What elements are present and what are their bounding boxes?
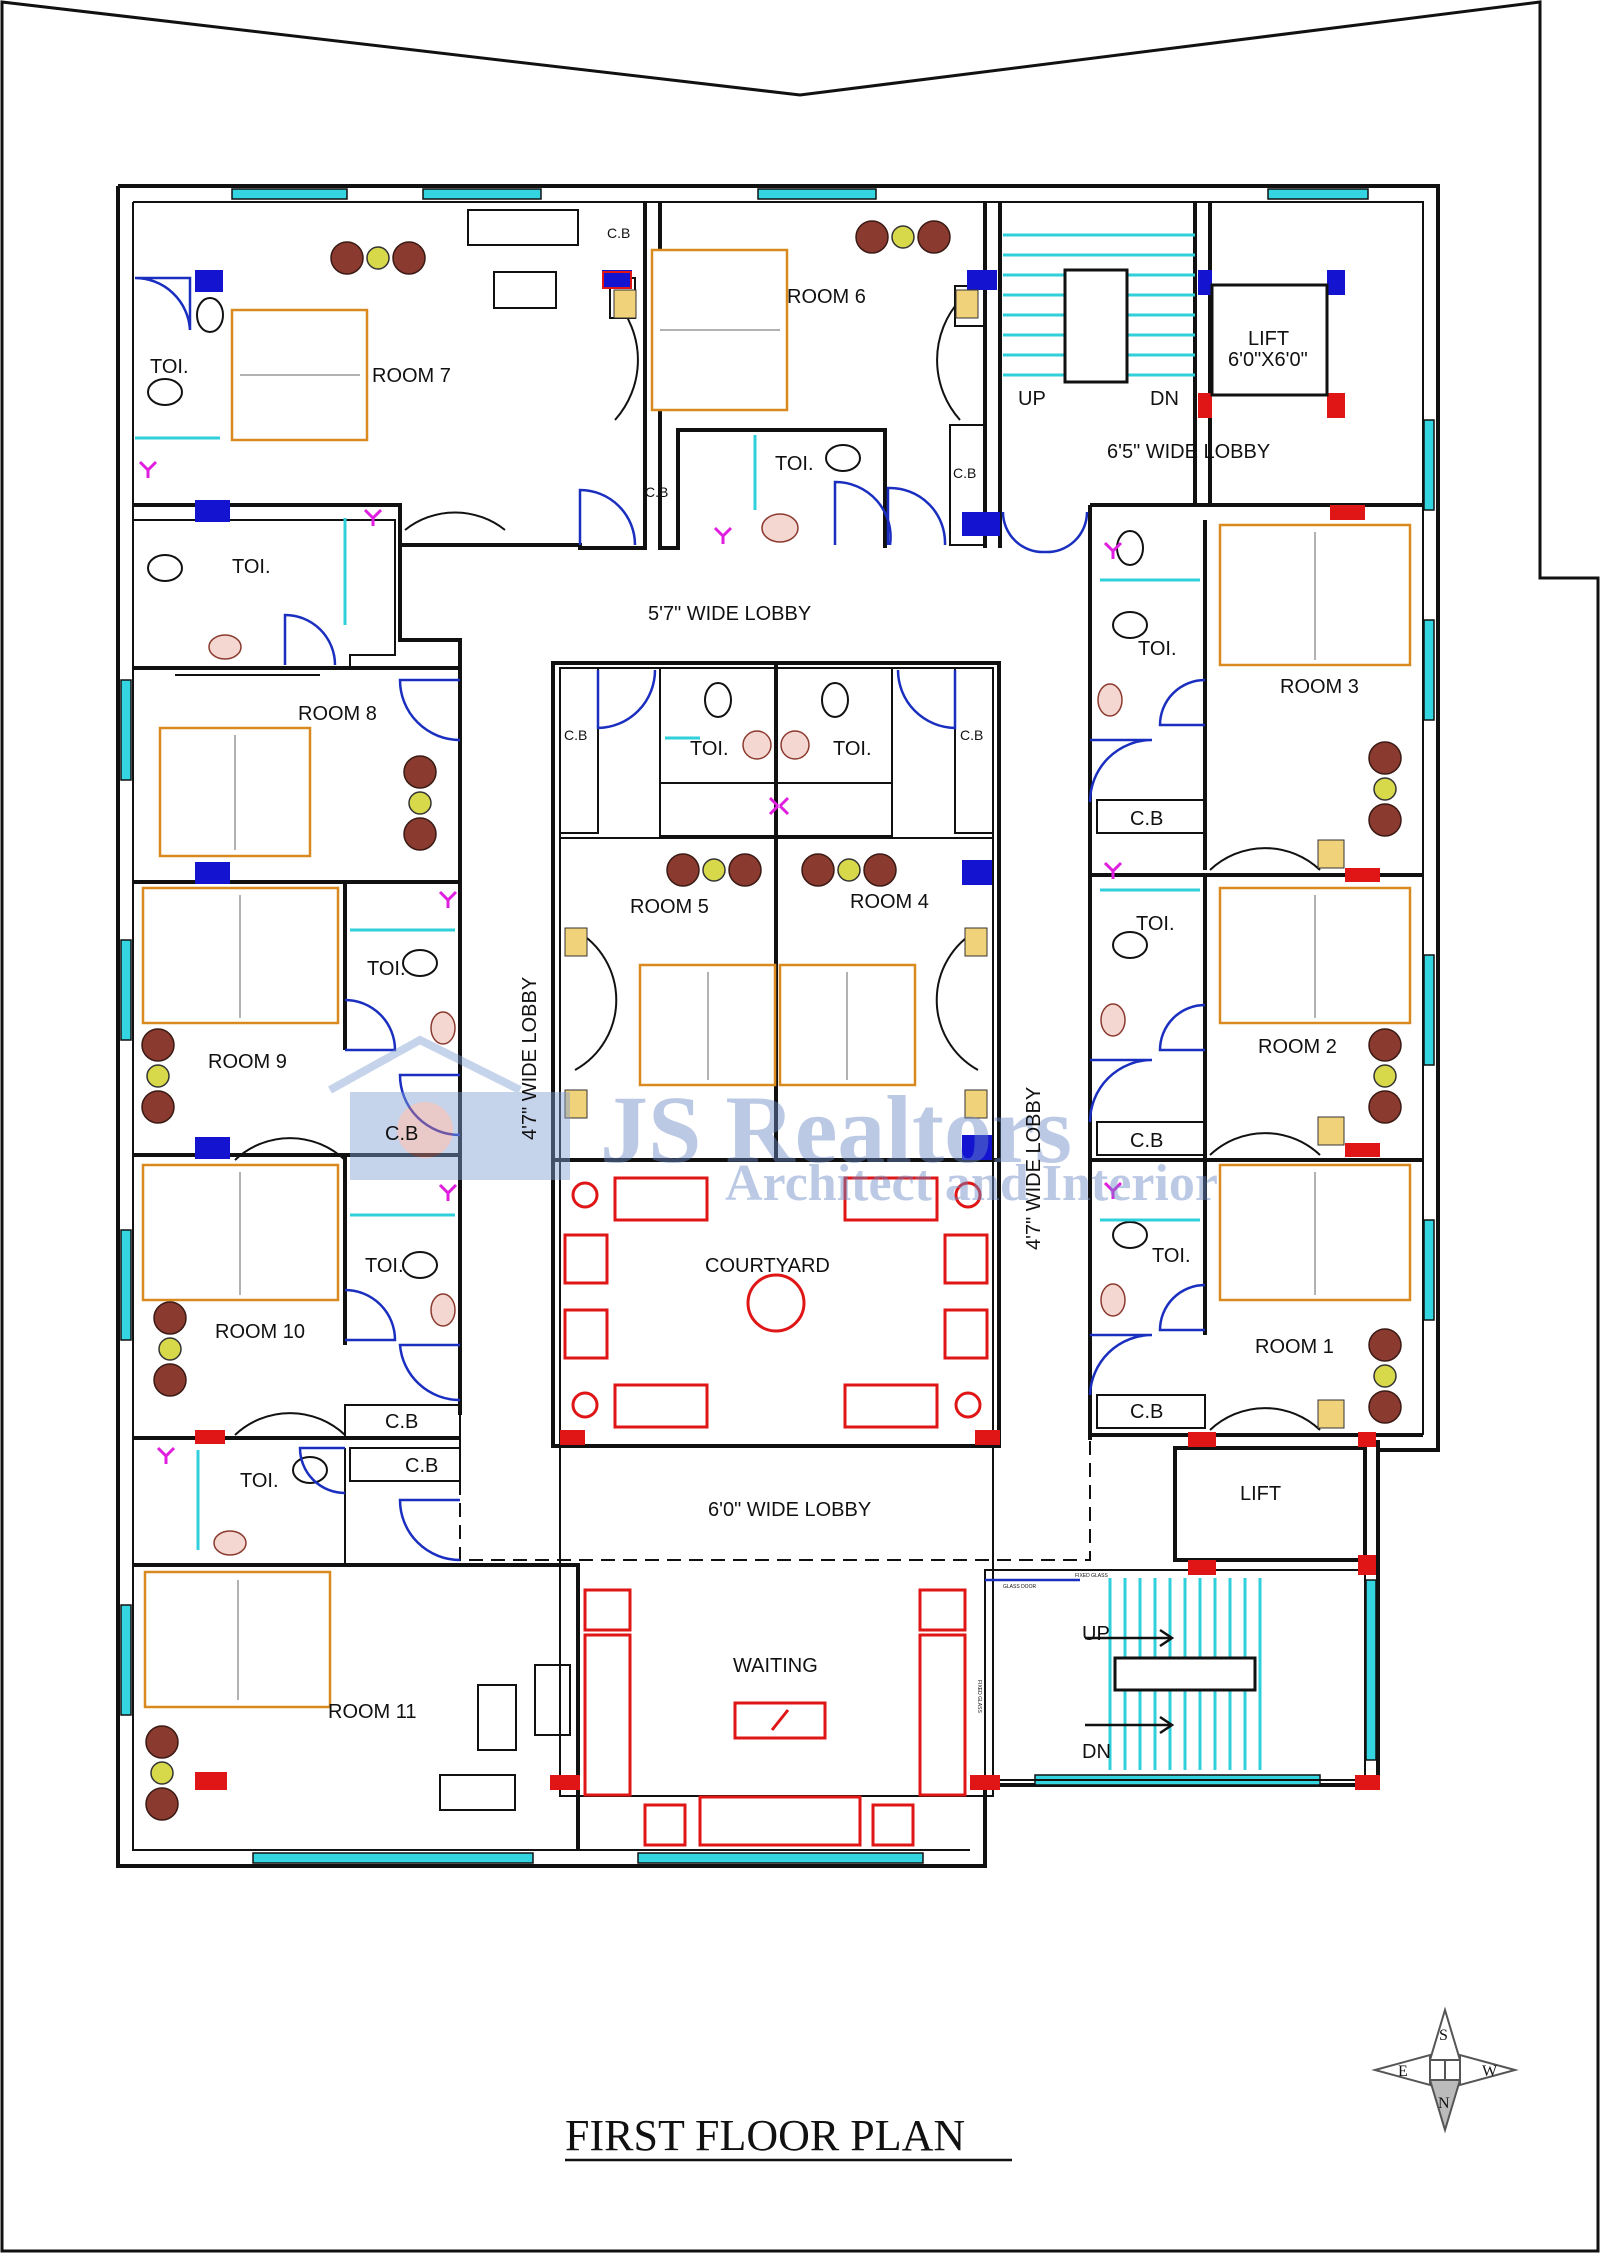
beds — [141, 248, 1412, 1709]
toilet-label: TOI. — [150, 356, 189, 378]
cupboard-label: C.B — [385, 1123, 418, 1145]
toilet-label: TOI. — [833, 738, 872, 760]
page-title: FIRST FLOOR PLAN — [565, 2111, 965, 2160]
waiting-furniture — [583, 1588, 967, 1847]
room-5-label: ROOM 5 — [630, 896, 709, 918]
watermark: JS Realtors Architect and Interior — [328, 1035, 1218, 1212]
stair-dn-label: DN — [1082, 1741, 1111, 1763]
interior-walls — [133, 202, 1423, 1850]
cupboard-label: C.B — [1130, 1401, 1163, 1423]
fixed-glass-label: FIXED GLASS — [976, 1680, 982, 1713]
toilet-label: TOI. — [367, 958, 406, 980]
cupboard-label: C.B — [953, 465, 976, 481]
toilet-label: TOI. — [690, 738, 729, 760]
cupboard-label: C.B — [960, 727, 983, 743]
outer-walls — [116, 184, 1440, 1868]
toilet-label: TOI. — [365, 1255, 404, 1277]
fixed-glass-label: FIXED GLASS — [1075, 1573, 1108, 1579]
taps — [138, 460, 1123, 1464]
cupboard-label: C.B — [607, 225, 630, 241]
room-11-label: ROOM 11 — [328, 1701, 417, 1723]
watermark-tagline: Architect and Interior — [725, 1155, 1218, 1212]
lift-label: LIFT — [1248, 328, 1289, 350]
stair-up-label: UP — [1082, 1623, 1110, 1645]
lobby-label: 5'7" WIDE LOBBY — [648, 603, 811, 625]
lounge-chairs — [141, 220, 1402, 1821]
room-4-label: ROOM 4 — [850, 891, 929, 913]
cupboard-label: C.B — [405, 1455, 438, 1477]
room-10-label: ROOM 10 — [215, 1321, 305, 1343]
compass-icon: S N E W — [1371, 2006, 1519, 2134]
waiting-label: WAITING — [733, 1655, 818, 1677]
room-7-label: ROOM 7 — [372, 365, 451, 387]
compass-e: E — [1398, 2063, 1408, 2080]
glass-door-label: GLASS DOOR — [1003, 1584, 1036, 1590]
doors — [134, 276, 1206, 1582]
cupboard-label: C.B — [1130, 1130, 1163, 1152]
toilet-label: TOI. — [240, 1470, 279, 1492]
toilet-label: TOI. — [1138, 638, 1177, 660]
shower-partitions — [135, 435, 1200, 1550]
stair-dn-label: DN — [1150, 388, 1179, 410]
cupboard-label: C.B — [1130, 808, 1163, 830]
courtyard-furniture — [563, 1176, 989, 1429]
labels: ROOM 7 ROOM 6 ROOM 3 ROOM 8 ROOM 5 ROOM … — [150, 225, 1359, 1763]
stair-up-label: UP — [1018, 388, 1046, 410]
toilet-label: TOI. — [1136, 913, 1175, 935]
cupboard-label: C.B — [385, 1411, 418, 1433]
lobby-label: 4'7" WIDE LOBBY — [1023, 1087, 1045, 1250]
lobby-label: 6'5" WIDE LOBBY — [1107, 441, 1270, 463]
stair-bottom — [1085, 1578, 1262, 1770]
wardrobes — [175, 289, 1345, 1436]
room-furniture — [195, 209, 579, 1811]
courtyard-label: COURTYARD — [705, 1255, 830, 1277]
room-9-label: ROOM 9 — [208, 1051, 287, 1073]
compass-n: N — [1438, 2095, 1450, 2112]
lobby-label: 6'0" WIDE LOBBY — [708, 1499, 871, 1521]
room-3-label: ROOM 3 — [1280, 676, 1359, 698]
room-8-label: ROOM 8 — [298, 703, 377, 725]
cupboard-label: C.B — [564, 727, 587, 743]
toilet-label: TOI. — [775, 453, 814, 475]
lift-size-label: 6'0"X6'0" — [1228, 349, 1308, 371]
toilet-label: TOI. — [232, 556, 271, 578]
room-6-label: ROOM 6 — [787, 286, 866, 308]
room-2-label: ROOM 2 — [1258, 1036, 1337, 1058]
stair-top — [1003, 233, 1329, 397]
lobby-opening — [459, 1415, 1091, 1561]
compass-w: W — [1482, 2063, 1498, 2080]
lobby-label: 4'7" WIDE LOBBY — [519, 977, 541, 1140]
toilet-fixtures — [147, 297, 1148, 1556]
cupboard-label: C.B — [645, 484, 668, 500]
room-1-label: ROOM 1 — [1255, 1336, 1334, 1358]
toilet-label: TOI. — [1152, 1245, 1191, 1267]
columns — [195, 270, 1380, 1790]
compass-s: S — [1439, 2027, 1448, 2044]
watermark-brand: JS Realtors — [600, 1076, 1072, 1183]
lift-label: LIFT — [1240, 1483, 1281, 1505]
